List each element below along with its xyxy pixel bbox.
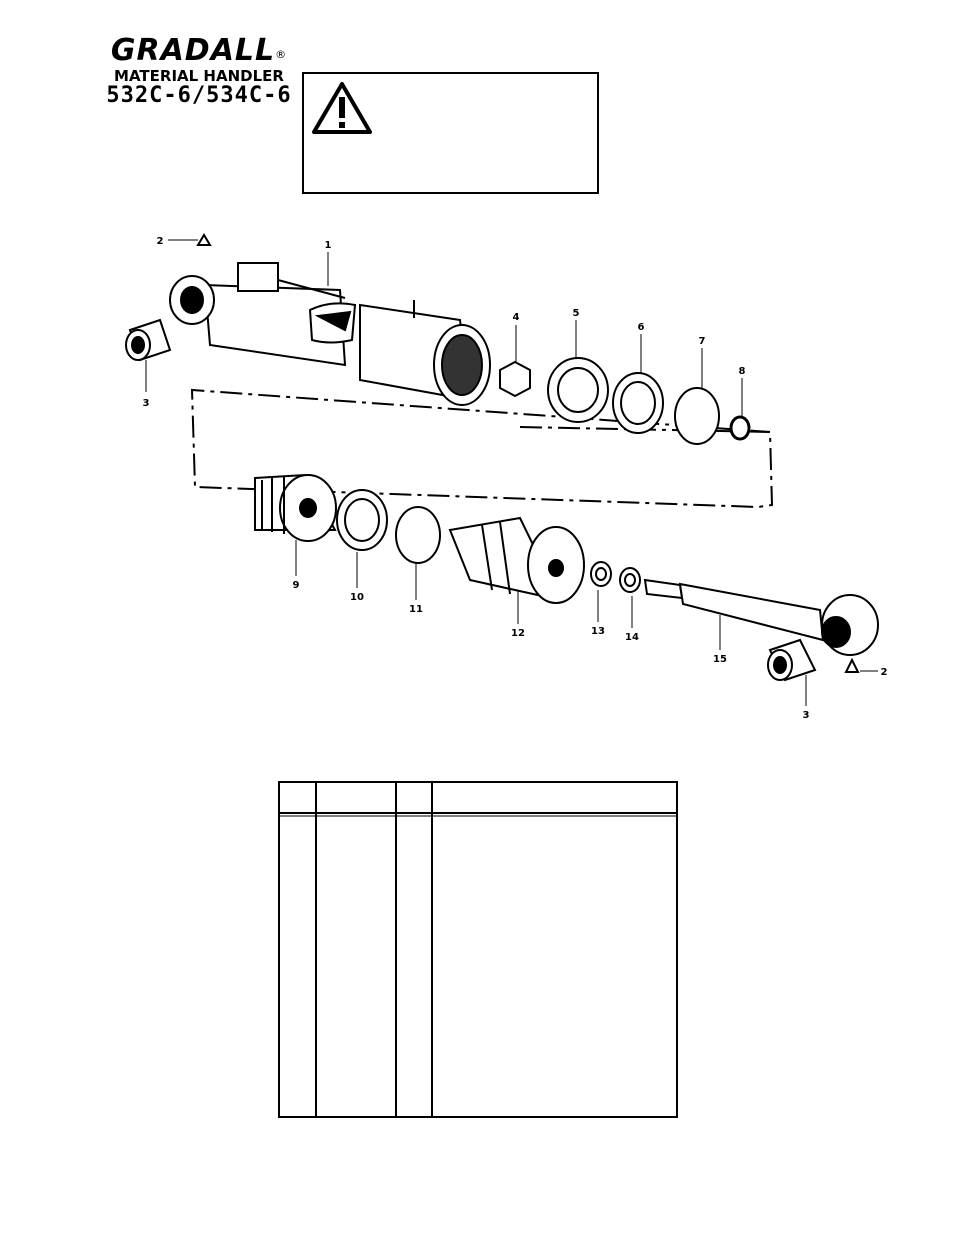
callout-6: 6 [638,322,645,333]
part-8-small-ring [729,415,751,441]
callout-3: 3 [143,398,150,409]
part-14-spacer [619,567,641,593]
part-10-seal [336,489,388,551]
grease-fitting-top [196,233,212,246]
part-7-o-ring [674,387,720,445]
part-13-spacer [590,561,612,587]
callout-11: 11 [409,604,423,615]
part-9-piston [254,473,337,542]
callout-7: 7 [699,336,706,347]
brand-logo: GRADALL® [110,33,288,68]
part-1-barrel [169,262,357,367]
callout-13: 13 [591,626,605,637]
callout-2: 2 [157,236,164,247]
callout-5: 5 [573,308,580,319]
callout-8: 8 [739,366,746,377]
warning-box [302,72,599,194]
part-3-bushing-right [767,638,817,682]
part-11-ring [395,506,441,564]
grease-fitting-bottom [844,657,860,673]
part-5-gland [547,357,609,423]
part-3-bushing-left [125,318,172,362]
callout-15: 15 [713,654,727,665]
part-12-head [448,516,585,604]
callout-1: 1 [325,240,332,251]
part-4-nut [499,360,531,398]
part-1-tube [359,300,491,406]
parts-table [278,781,678,1118]
parts-table-grid [280,783,676,1116]
callout-14: 14 [625,632,639,643]
callout-12: 12 [511,628,525,639]
callout-9: 9 [293,580,300,591]
callout-4: 4 [513,312,520,323]
warning-triangle-icon [312,82,372,134]
part-15-rod [643,578,879,656]
callout-2b: 2 [881,667,888,678]
callout-10: 10 [350,592,364,603]
brand-header: GRADALL® MATERIAL HANDLER 532C-6/534C-6 [104,34,294,108]
exploded-parts-diagram: 1 2 3 4 5 6 7 8 9 10 11 12 13 14 15 2 3 [125,233,888,721]
callout-3b: 3 [803,710,810,721]
model-number: 532C-6/534C-6 [106,83,292,108]
part-6-ring [612,372,664,434]
brand-subtitle: MATERIAL HANDLER [114,67,284,85]
